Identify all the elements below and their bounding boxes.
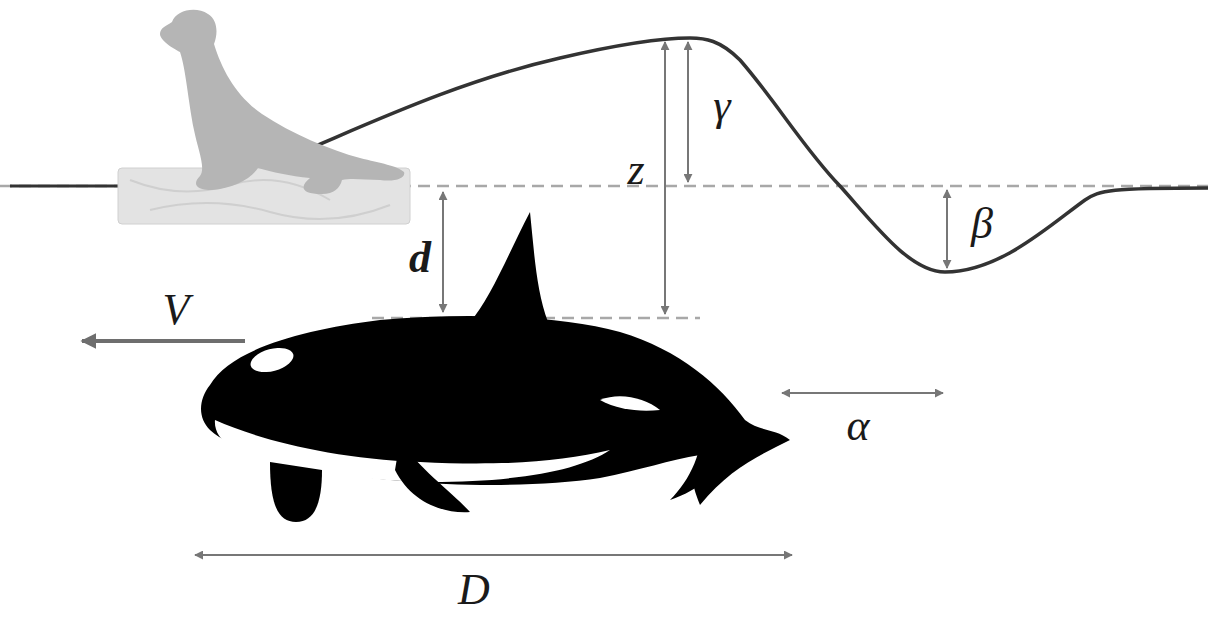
alpha-label: α — [846, 404, 869, 448]
beta-dimension — [946, 190, 948, 268]
orca-pectoral-fin — [270, 462, 322, 522]
length-label: D — [458, 568, 490, 612]
beta-label: β — [971, 202, 993, 246]
seal-silhouette — [160, 10, 404, 194]
alpha-dimension — [782, 392, 943, 394]
d-dimension — [442, 192, 444, 312]
gamma-dimension — [687, 42, 689, 182]
d-label: d — [409, 236, 431, 280]
orca-tail-fluke — [670, 420, 740, 500]
z-dimension — [664, 42, 666, 314]
length-dimension — [195, 554, 792, 556]
gamma-label: γ — [713, 84, 730, 128]
ice-texture — [130, 180, 390, 219]
wave-profile — [230, 38, 1208, 272]
surface-line — [10, 185, 120, 188]
orca-dorsal-fin — [470, 212, 548, 322]
z-label: z — [627, 148, 644, 192]
velocity-arrow — [82, 339, 245, 343]
orca-saddle-patch — [600, 396, 660, 410]
orca-eye-patch — [248, 344, 296, 377]
velocity-label: V — [163, 288, 190, 332]
orca-pectoral-fin — [395, 440, 470, 512]
